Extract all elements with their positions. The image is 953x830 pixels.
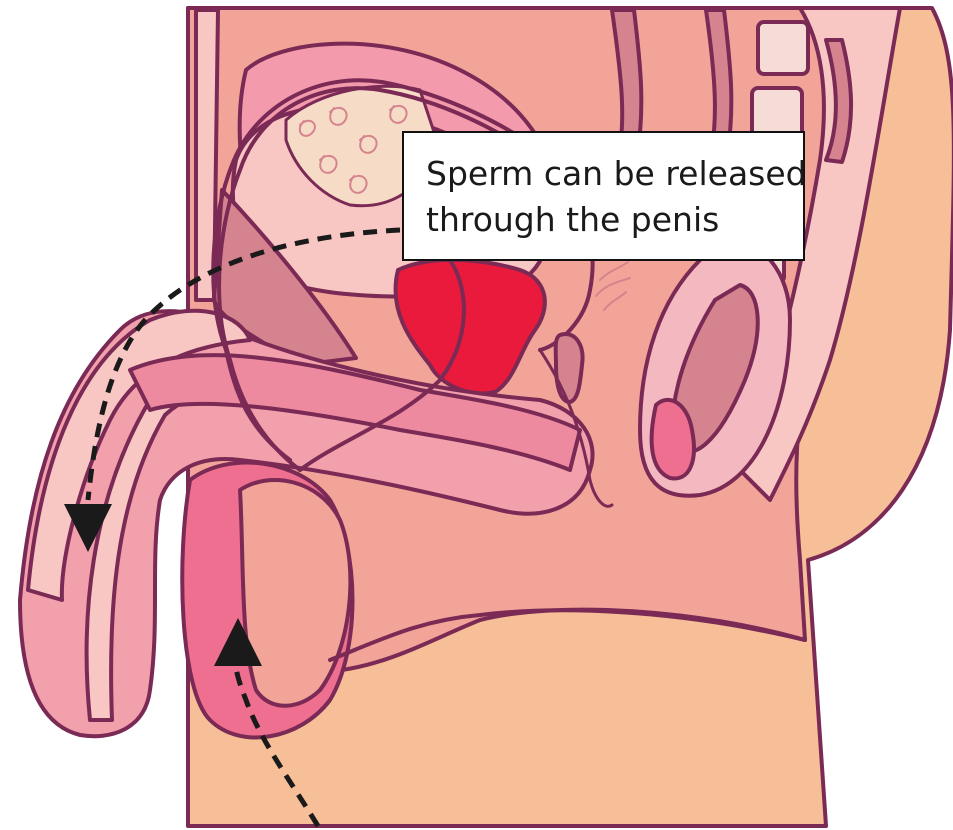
seminal-vesicle <box>556 334 583 402</box>
vertebra-1 <box>758 22 808 74</box>
callout-line-1: Sperm can be released <box>426 151 793 197</box>
callout-label: Sperm can be released through the penis <box>402 131 805 261</box>
rectum-end <box>652 400 694 479</box>
callout-line-2: through the penis <box>426 197 793 243</box>
